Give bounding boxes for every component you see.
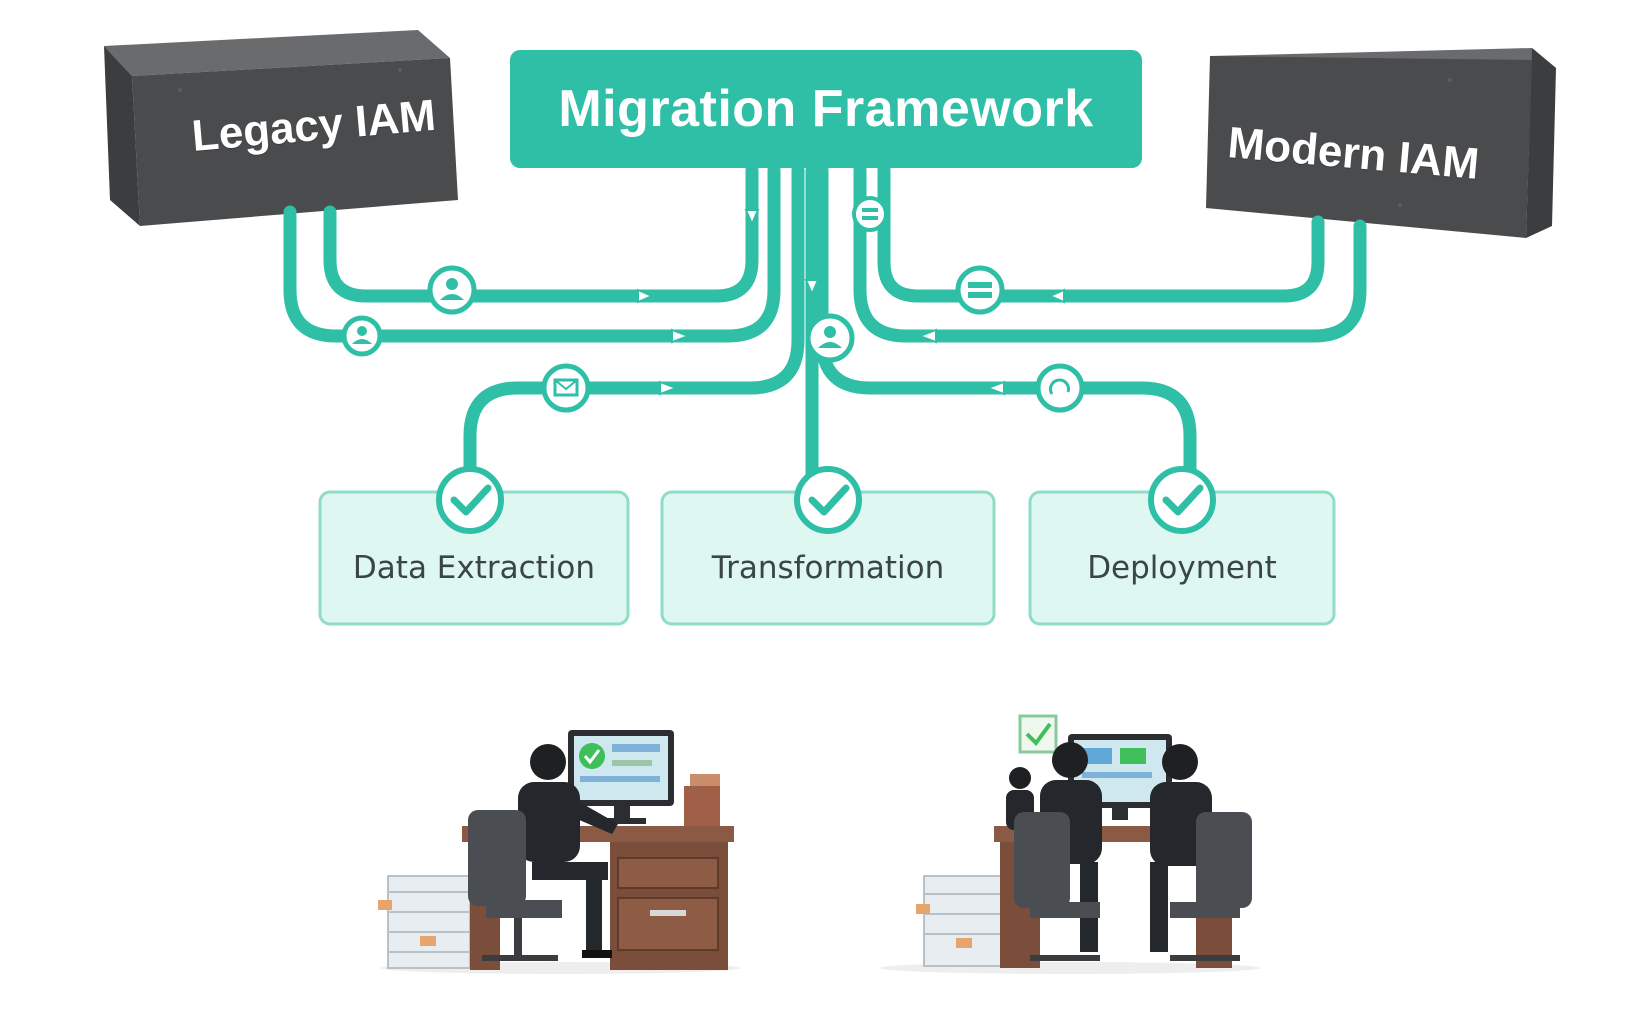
chair-icon (1014, 812, 1100, 961)
paper-stack-icon (378, 875, 471, 969)
chair-icon (468, 810, 562, 961)
office-worker-icon (518, 744, 618, 958)
books-icon (684, 774, 720, 826)
check-icon (794, 466, 862, 534)
user-node-icon (805, 313, 855, 363)
user-node-icon (427, 265, 477, 315)
monitor-icon (568, 730, 674, 824)
check-icon (1148, 466, 1216, 534)
mail-node-icon (541, 363, 591, 413)
checkbox-icon (1018, 714, 1058, 754)
framework-title: Migration Framework (558, 80, 1094, 138)
flow-arrows (637, 209, 1065, 396)
stage-label-transformation: Transformation (711, 550, 945, 586)
modern-iam-box (1206, 48, 1556, 238)
person-at-desk-illustration (378, 730, 740, 974)
chair-icon (1170, 812, 1252, 961)
stage-boxes (318, 466, 1336, 626)
user-node-icon (341, 315, 383, 357)
server-node-icon (955, 265, 1005, 315)
server-node-icon (852, 196, 888, 232)
pipe-node-icons (341, 196, 1085, 413)
team-at-desk-illustration (880, 714, 1260, 974)
framework-box (510, 50, 1142, 168)
paper-stack-icon (916, 875, 1005, 967)
stage-label-data-extraction: Data Extraction (352, 550, 596, 586)
check-icon (436, 466, 504, 534)
legacy-iam-box (104, 30, 458, 226)
sync-node-icon (1035, 363, 1085, 413)
stage-label-deployment: Deployment (1087, 550, 1277, 586)
